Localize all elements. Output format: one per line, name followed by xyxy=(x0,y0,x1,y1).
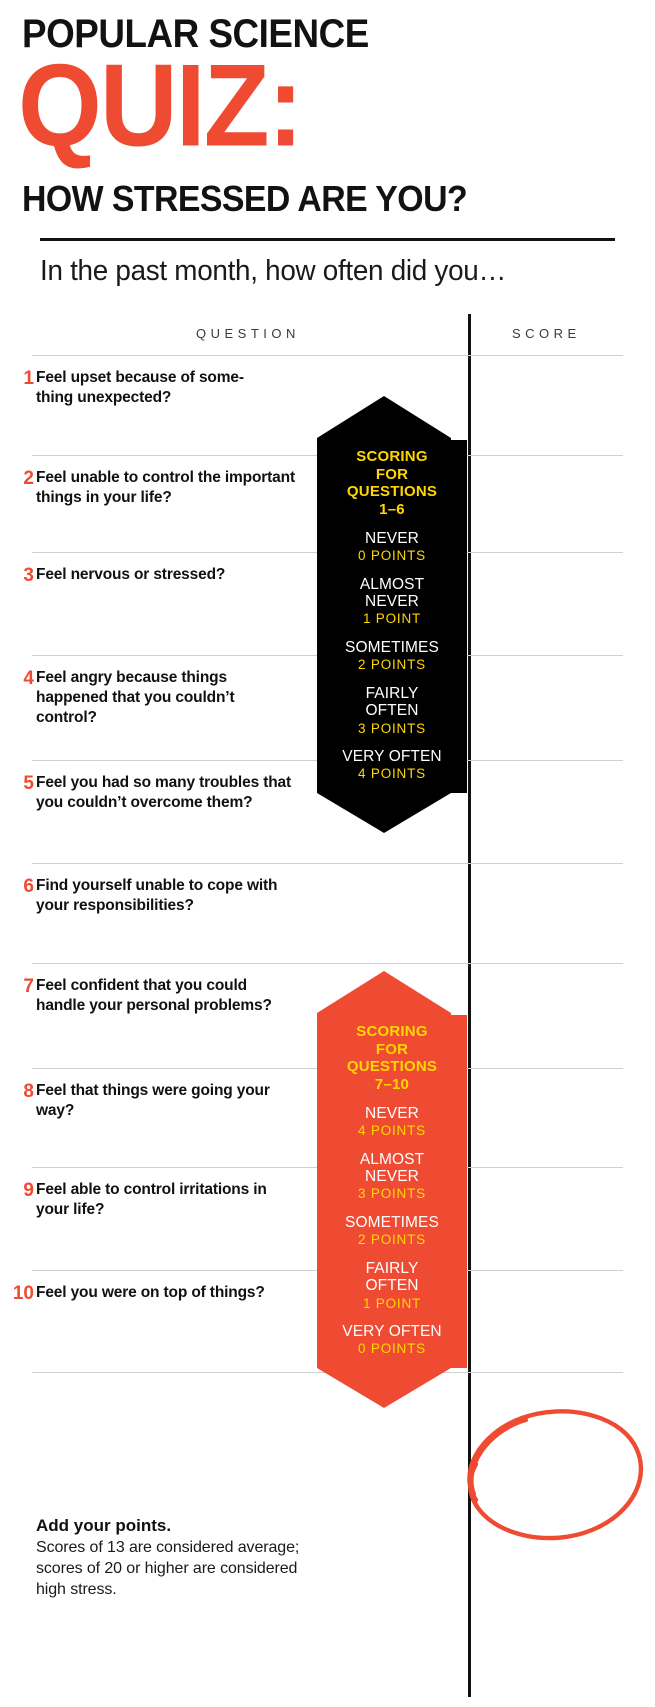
scoring-option-points: 2 POINTS xyxy=(358,657,426,673)
arrow-bottom-point-black xyxy=(317,793,451,833)
score-column-divider xyxy=(468,314,471,1697)
question-text: Feel upset because of some-thing unexpec… xyxy=(36,369,244,406)
scoring-option-label: NEVER xyxy=(365,1104,419,1122)
question-number: 4 xyxy=(23,668,34,689)
question-text: Feel able to control irritations in your… xyxy=(36,1181,267,1218)
scoring-option-points: 3 POINTS xyxy=(358,1186,426,1202)
scoring-option-points: 4 POINTS xyxy=(358,766,426,782)
scoring-option-label: VERY OFTEN xyxy=(342,1323,442,1341)
arrow-top-cap-black xyxy=(317,396,451,440)
brand-kicker: POPULAR SCIENCE xyxy=(22,12,369,56)
scoring-option-points: 1 POINT xyxy=(362,1295,422,1311)
footer-note-body: Scores of 13 are considered average; sco… xyxy=(36,1539,300,1598)
question-text: Feel unable to control the important thi… xyxy=(36,469,295,506)
row-divider xyxy=(32,355,623,356)
scoring-option-points: 2 POINTS xyxy=(358,1232,426,1248)
column-header-question: QUESTION xyxy=(196,326,300,341)
question-text: Feel confident that you could handle you… xyxy=(36,977,272,1014)
scoring-option-label: VERY OFTEN xyxy=(342,748,442,766)
question-number: 10 xyxy=(12,1283,34,1304)
question-number: 9 xyxy=(23,1180,34,1201)
question-number: 3 xyxy=(23,565,34,586)
question-text: Feel angry because things happened that … xyxy=(36,669,235,726)
question-text: Find yourself unable to cope with your r… xyxy=(36,877,278,914)
scoring-option-points: 0 POINTS xyxy=(358,1341,426,1357)
question-number: 1 xyxy=(23,368,34,389)
question-text: Feel you had so many troubles that you c… xyxy=(36,774,292,811)
handdrawn-score-circle xyxy=(467,1409,644,1541)
column-header-score: SCORE xyxy=(512,326,581,341)
arrow-top-cap-orange xyxy=(317,971,451,1015)
scoring-option-points: 0 POINTS xyxy=(358,548,426,564)
question-number: 6 xyxy=(23,876,34,897)
scoring-option-label: SOMETIMES xyxy=(345,1213,439,1231)
row-divider xyxy=(32,863,623,864)
scoring-option-points: 1 POINT xyxy=(362,611,422,627)
question-text: Feel you were on top of things? xyxy=(36,1284,265,1301)
footer-note-title: Add your points. xyxy=(36,1516,172,1535)
scoring-option-label: SOMETIMES xyxy=(345,638,439,656)
row-divider xyxy=(32,963,623,964)
question-number: 2 xyxy=(23,468,34,489)
question-text: Feel nervous or stressed? xyxy=(36,566,226,583)
scoring-option-points: 4 POINTS xyxy=(358,1123,426,1139)
quiz-wordmark: QUIZ: xyxy=(18,40,304,171)
question-text: Feel that things were going your way? xyxy=(36,1082,270,1119)
question-number: 8 xyxy=(23,1081,34,1102)
scoring-option-points: 3 POINTS xyxy=(358,720,426,736)
question-number: 5 xyxy=(23,773,34,794)
scoring-option-label: NEVER xyxy=(365,529,419,547)
subheading: In the past month, how often did you… xyxy=(40,255,507,287)
header-divider xyxy=(40,238,615,241)
page-title: HOW STRESSED ARE YOU? xyxy=(22,178,468,219)
question-number: 7 xyxy=(23,976,34,997)
arrow-bottom-point-orange xyxy=(317,1368,451,1408)
